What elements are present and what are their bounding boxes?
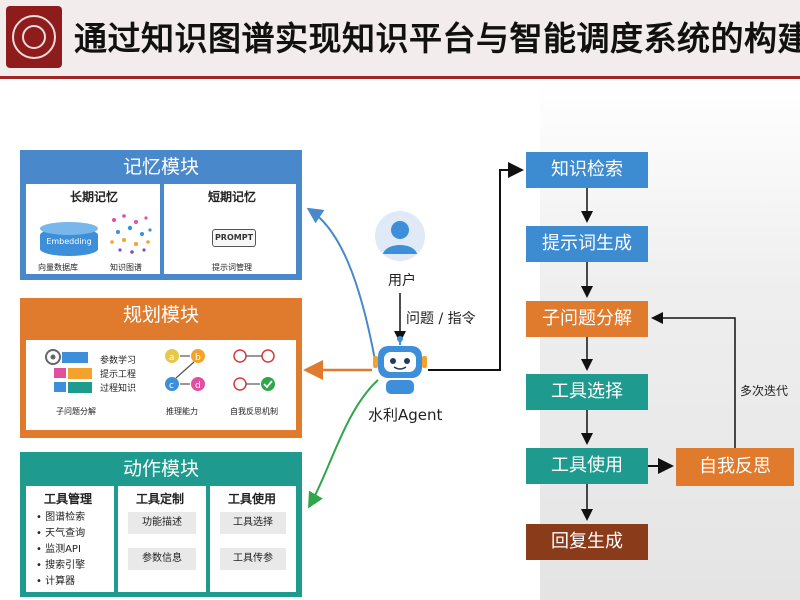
- planning-module-title: 规划模块: [122, 304, 199, 326]
- knowledge-graph-caption: 知识图谱: [110, 263, 142, 272]
- university-logo: [6, 6, 62, 68]
- agent-to-memory-arrow: [306, 207, 376, 361]
- tool-item-1: • 天气查询: [36, 528, 86, 539]
- robot-agent-icon: [373, 336, 427, 394]
- tool-usage-card: 工具使用 工具选择 工具传参: [210, 486, 296, 592]
- reasoning-caption: 推理能力: [166, 407, 198, 416]
- user-label: 用户: [388, 273, 416, 289]
- logo-core: [22, 25, 46, 49]
- tool-management-label: 工具管理: [44, 492, 93, 506]
- header-bar: 通过知识图谱实现知识平台与智能调度系统的构建: [0, 0, 800, 76]
- planning-card: 参数学习 提示工程 过程知识 a b c d 子问题分解 推理能力 自我反思机制: [26, 340, 296, 430]
- flow-step-prompt-generation: 提示词生成: [526, 226, 648, 262]
- svg-text:a: a: [169, 353, 175, 363]
- agent-to-retrieval-arrow: [428, 162, 524, 371]
- tool-usage-label: 工具使用: [228, 492, 277, 506]
- agent-to-action-arrow: [308, 379, 379, 509]
- svg-text:b: b: [195, 353, 201, 363]
- slide-title: 通过知识图谱实现知识平台与智能调度系统的构建: [74, 19, 800, 58]
- logo-ring: [12, 15, 56, 59]
- tool-item-0: • 图谱检索: [36, 512, 86, 523]
- title-underline: [0, 76, 800, 79]
- knowledge-graph-icon: [110, 214, 152, 254]
- short-term-memory-label: 短期记忆: [208, 190, 257, 204]
- planning-bullet-2: 过程知识: [100, 384, 137, 394]
- tool-management-card: 工具管理 • 图谱检索 • 天气查询 • 监测API • 搜索引擎 • 计算器: [26, 486, 114, 592]
- reflection-icon: [233, 349, 275, 391]
- memory-module-title: 记忆模块: [122, 156, 199, 178]
- decomposition-caption: 子问题分解: [56, 407, 96, 416]
- reasoning-icon: a b c d: [165, 349, 205, 391]
- action-module-title: 动作模块: [122, 458, 199, 480]
- svg-text:c: c: [169, 381, 174, 391]
- long-term-memory-label: 长期记忆: [70, 190, 119, 204]
- database-top: [40, 222, 98, 235]
- prompt-icon: PROMPT: [212, 229, 256, 247]
- tool-customization-label: 工具定制: [136, 492, 185, 506]
- user-icon: [375, 211, 425, 261]
- self-reflection-box: 自我反思: [676, 448, 794, 486]
- decomposition-icon: [45, 349, 92, 393]
- tool-customization-card: 工具定制 功能描述 参数信息: [118, 486, 206, 592]
- flow-step-tool-selection: 工具选择: [526, 374, 648, 410]
- flow-step-reply-generation: 回复生成: [526, 524, 648, 560]
- long-term-memory-card: 长期记忆 Embedding 向量数据库 知识图谱: [26, 184, 160, 274]
- vector-database-icon: Embedding: [40, 222, 98, 262]
- flow-step-tool-usage: 工具使用: [526, 448, 648, 484]
- iteration-loop-arrow: [651, 312, 736, 448]
- embedding-text: Embedding: [46, 237, 92, 246]
- short-term-memory-card: 短期记忆 PROMPT 提示词管理: [164, 184, 296, 274]
- flow-step-subproblem-decomposition: 子问题分解: [526, 301, 648, 337]
- vector-database-caption: 向量数据库: [38, 263, 78, 272]
- planning-bullets: 参数学习 提示工程 过程知识: [100, 354, 136, 396]
- tool-param-box: 工具传参: [220, 548, 286, 570]
- prompt-management-caption: 提示词管理: [212, 263, 252, 272]
- reflection-caption: 自我反思机制: [230, 407, 278, 416]
- planning-module: 规划模块 参数学习 提示工程 过程知识 a b c d: [20, 298, 302, 438]
- tool-item-4: • 计算器: [36, 576, 76, 587]
- planning-bullet-0: 参数学习: [100, 356, 137, 366]
- tool-item-3: • 搜索引擎: [36, 560, 86, 571]
- memory-module: 记忆模块 长期记忆 Embedding 向量数据库 知识图谱 短期记忆 PROM…: [20, 150, 302, 280]
- question-instruction-label: 问题 / 指令: [406, 311, 476, 327]
- agent-label: 水利Agent: [368, 406, 443, 424]
- function-description-box: 功能描述: [128, 512, 196, 534]
- iteration-label: 多次迭代: [740, 384, 789, 398]
- tool-item-2: • 监测API: [36, 544, 81, 555]
- flow-step-knowledge-retrieval: 知识检索: [526, 152, 648, 188]
- tool-management-list: • 图谱检索 • 天气查询 • 监测API • 搜索引擎 • 计算器: [36, 510, 85, 590]
- tool-select-box: 工具选择: [220, 512, 286, 534]
- svg-text:d: d: [195, 381, 201, 391]
- planning-bullet-1: 提示工程: [100, 370, 137, 380]
- parameter-info-box: 参数信息: [128, 548, 196, 570]
- action-module: 动作模块 工具管理 • 图谱检索 • 天气查询 • 监测API • 搜索引擎 •…: [20, 452, 302, 597]
